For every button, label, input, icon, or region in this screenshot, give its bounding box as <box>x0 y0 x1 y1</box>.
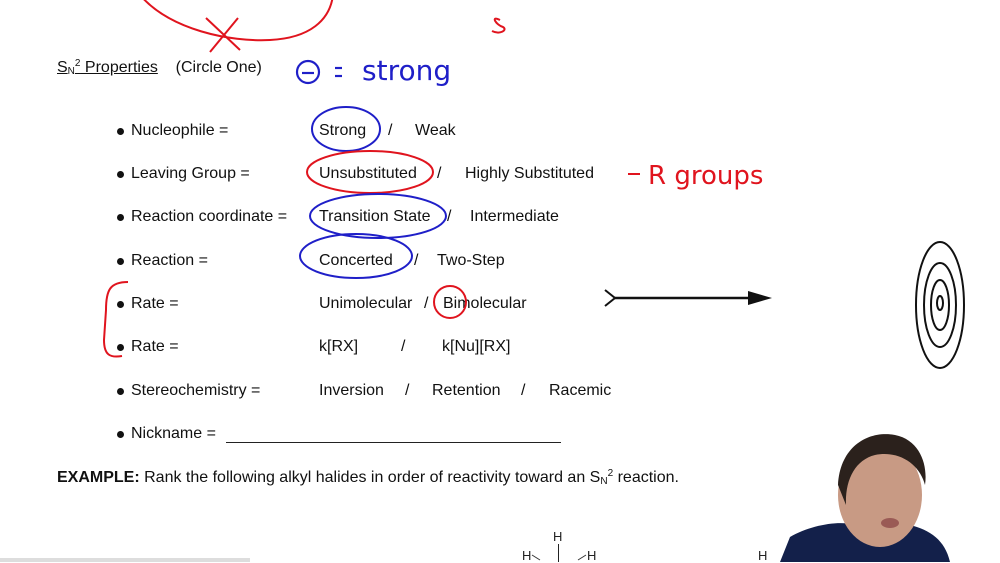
option-two-step[interactable]: Two-Step <box>437 252 505 269</box>
bullet-icon <box>117 388 124 395</box>
option-bimolecular[interactable]: Bimolecular <box>443 295 527 312</box>
molecule-h-left: H <box>522 548 532 563</box>
bullet-icon <box>117 431 124 438</box>
bullet-icon <box>117 258 124 265</box>
blue-circle-strong <box>311 106 381 152</box>
molecule-h-right: H <box>587 548 597 563</box>
title-instruction: (Circle One) <box>175 59 262 76</box>
r-groups-annotation: R groups <box>648 161 763 191</box>
option-k-nu-rx[interactable]: k[Nu][RX] <box>442 338 511 355</box>
separator: / <box>521 382 526 399</box>
option-retention[interactable]: Retention <box>432 382 501 399</box>
separator: / <box>414 252 419 269</box>
separator: / <box>424 295 429 312</box>
property-label: Stereochemistry = <box>131 382 261 399</box>
option-unimolecular[interactable]: Unimolecular <box>319 295 413 312</box>
nickname-blank-line[interactable] <box>226 442 561 443</box>
option-inversion[interactable]: Inversion <box>319 382 384 399</box>
red-circle-arc <box>143 0 334 42</box>
property-label: Nucleophile = <box>131 122 229 139</box>
separator: / <box>437 165 442 182</box>
bullseye-icon <box>915 241 965 369</box>
bullet-icon <box>117 344 124 351</box>
option-intermediate[interactable]: Intermediate <box>470 208 559 225</box>
option-highly-substituted[interactable]: Highly Substituted <box>465 165 594 182</box>
property-label: Leaving Group = <box>131 165 250 182</box>
separator: / <box>388 122 393 139</box>
bullet-icon <box>117 128 124 135</box>
arrow-tail-icon <box>604 289 617 307</box>
strong-annotation: strong <box>362 54 451 87</box>
example-prompt: EXAMPLE: Rank the following alkyl halide… <box>57 468 679 487</box>
progress-strip <box>0 558 250 562</box>
blue-circle-concerted <box>299 233 413 279</box>
bullet-icon <box>117 171 124 178</box>
option-strong[interactable]: Strong <box>319 122 367 139</box>
red-s-letter <box>491 17 506 34</box>
molecule-h-far: H <box>758 548 768 563</box>
option-weak[interactable]: Weak <box>415 122 456 139</box>
minus-charge-icon <box>295 59 321 85</box>
title-sn2: SN2 Properties <box>57 58 158 77</box>
option-racemic[interactable]: Racemic <box>549 382 612 399</box>
separator: / <box>401 338 406 355</box>
option-concerted[interactable]: Concerted <box>319 252 393 269</box>
option-transition-state[interactable]: Transition State <box>319 208 431 225</box>
option-k-rx[interactable]: k[RX] <box>319 338 359 355</box>
red-x-mark <box>205 17 241 53</box>
red-circle-unsubstituted <box>306 150 434 194</box>
property-label: Rate = <box>131 295 179 312</box>
red-circle-bi <box>433 285 467 319</box>
bullet-icon <box>117 214 124 221</box>
property-label: Rate = <box>131 338 179 355</box>
red-bracket <box>102 281 129 358</box>
property-label: Nickname = <box>131 425 216 442</box>
section-title: SN2 Properties (Circle One) <box>57 59 262 77</box>
arrow-head-icon <box>748 291 772 305</box>
blue-circle-transition-state <box>309 193 447 239</box>
molecule-bond <box>558 544 559 562</box>
presenter-video <box>780 425 1000 562</box>
separator: / <box>405 382 410 399</box>
property-label: Reaction = <box>131 252 208 269</box>
bullet-icon <box>117 301 124 308</box>
property-label: Reaction coordinate = <box>131 208 288 225</box>
separator: / <box>447 208 452 225</box>
option-unsubstituted[interactable]: Unsubstituted <box>319 165 417 182</box>
molecule-h-top: H <box>553 529 563 544</box>
